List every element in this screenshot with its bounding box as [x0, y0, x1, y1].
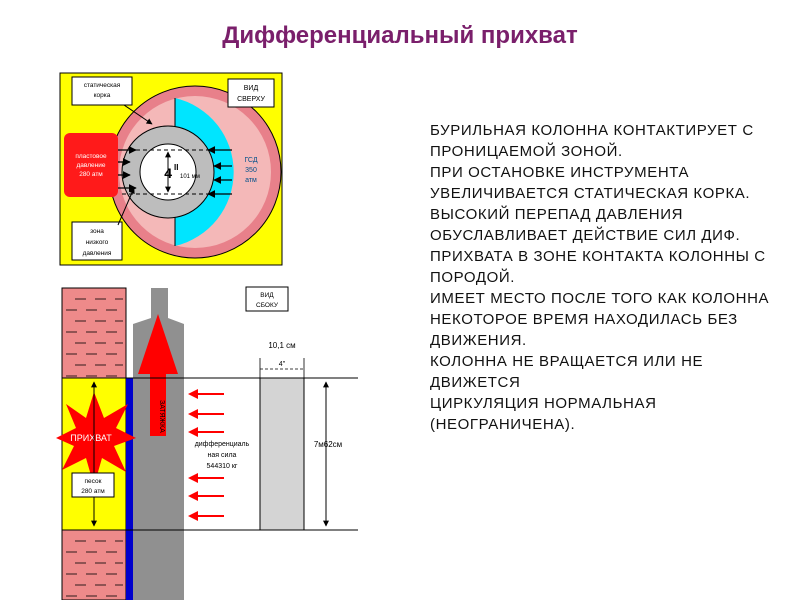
- view-side-label-line: СБОКУ: [256, 302, 279, 309]
- pressure-arrows-right: [207, 146, 232, 198]
- pressure-arrows-left: [118, 146, 137, 192]
- crust-label-line: корка: [94, 92, 111, 99]
- view-side-label-line: ВИД: [260, 292, 274, 299]
- text-line: ИМЕЕТ МЕСТО ПОСЛЕ ТОГО КАК КОЛОННА НЕКОТ…: [430, 290, 770, 349]
- page-title: Дифференциальный прихват: [222, 22, 578, 49]
- pipe-segment: [259, 377, 305, 531]
- text-line: КОЛОННА НЕ ВРАЩАЕТСЯ ИЛИ НЕ ДВИЖЕТСЯ: [430, 353, 704, 391]
- lower-formation: [61, 529, 127, 600]
- force-label-line: 544310 кг: [207, 463, 238, 470]
- reservoir-pressure-box: [64, 133, 118, 197]
- top-view: 4 II 101 мм статическая корка ВИД СВЕРХУ…: [59, 72, 283, 266]
- explanation-text: БУРИЛЬНАЯ КОЛОННА КОНТАКТИРУЕТ С ПРОНИЦА…: [430, 120, 785, 435]
- pipe-size-mark: II: [174, 163, 178, 172]
- upper-formation: [61, 287, 127, 379]
- width-dim-label: 10,1 см: [268, 341, 295, 350]
- reservoir-pressure-line: 280 атм: [79, 171, 103, 178]
- low-zone-line: давления: [83, 250, 112, 257]
- low-pressure-zone-box: [71, 221, 123, 261]
- view-top-label-line: СВЕРХУ: [237, 96, 265, 103]
- crust-label-box: [71, 76, 133, 106]
- text-line: ПРИ ОСТАНОВКЕ ИНСТРУМЕНТА УВЕЛИЧИВАЕТСЯ …: [430, 164, 751, 202]
- view-top-label-line: ВИД: [244, 85, 259, 92]
- force-arrow-head: [188, 389, 198, 399]
- text-line: ЦИРКУЛЯЦИЯ НОРМАЛЬНАЯ (НЕОГРАНИЧЕНА).: [430, 395, 657, 433]
- pull-label: ЗАТЯЖКА: [158, 400, 165, 433]
- force-arrow-head: [188, 491, 198, 501]
- text-line: БУРИЛЬНАЯ КОЛОННА КОНТАКТИРУЕТ С ПРОНИЦА…: [430, 122, 754, 160]
- mud-pressure-line: атм: [245, 177, 257, 184]
- sand-label-box: [71, 472, 115, 498]
- low-zone-line: зона: [90, 228, 104, 235]
- mud-pressure-line: ГСД: [244, 157, 257, 164]
- side-view: ЗАТЯЖКА ПРИХВАТ песок 280 атм дифференци…: [56, 286, 358, 600]
- stuck-label: ПРИХВАТ: [70, 433, 112, 443]
- pipe-dim-label: 101 мм: [180, 174, 200, 180]
- force-arrow-head: [188, 473, 198, 483]
- reservoir-pressure-line: давление: [77, 162, 106, 169]
- differential-force-arrows: [188, 389, 224, 521]
- force-label-line: дифференциаль: [195, 441, 250, 448]
- mud-pressure-line: 350: [245, 167, 257, 174]
- view-top-label-box: [227, 78, 275, 108]
- sand-label-line: песок: [85, 478, 102, 485]
- force-arrow-head: [188, 409, 198, 419]
- pipe-size-label: 4: [164, 165, 172, 181]
- reservoir-pressure-line: пластовое: [75, 153, 107, 160]
- text-line: ВЫСОКИЙ ПЕРЕПАД ДАВЛЕНИЯ ОБУСЛАВЛИВАЕТ Д…: [430, 206, 766, 286]
- crust-label-line: статическая: [84, 82, 121, 89]
- low-zone-line: низкого: [86, 239, 109, 246]
- pull-arrow: [138, 314, 178, 436]
- force-arrow-head: [188, 511, 198, 521]
- force-label-line: ная сила: [208, 452, 237, 459]
- pipe-dim-label: 4": [279, 361, 286, 368]
- height-dim-label: 7м62см: [314, 440, 342, 449]
- force-arrow-head: [188, 427, 198, 437]
- filter-cake-strip: [126, 378, 133, 600]
- view-side-label-box: [245, 286, 289, 312]
- sand-label-line: 280 атм: [81, 488, 105, 495]
